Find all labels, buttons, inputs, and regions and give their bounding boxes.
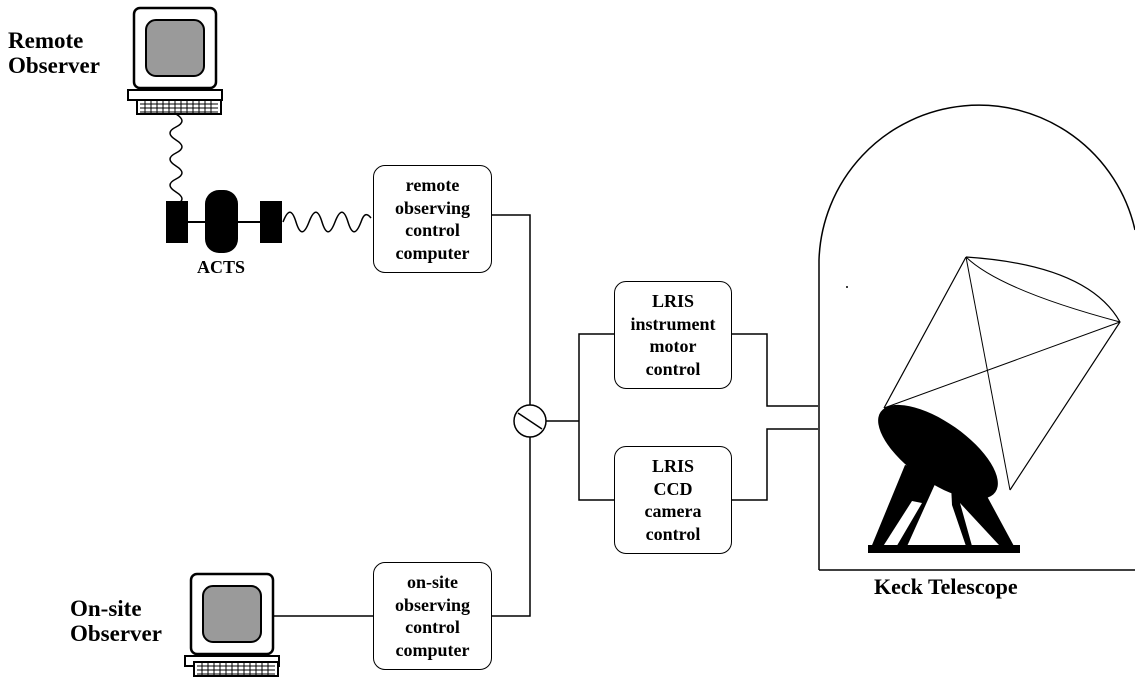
acts-label: ACTS bbox=[197, 257, 246, 277]
remote-computer-line-4: computer bbox=[395, 242, 470, 263]
onsite-observer-label: On-site Observer bbox=[70, 596, 162, 647]
wireless-link-horizontal bbox=[282, 211, 372, 233]
remote-observer-label: Remote Observer bbox=[8, 28, 100, 79]
lris-ccd-line-1: LRIS bbox=[651, 456, 695, 476]
satellite-icon bbox=[166, 190, 282, 253]
onsite-observer-line-2: Observer bbox=[70, 621, 162, 647]
remote-computer-line-2: observing bbox=[394, 197, 470, 218]
telescope-dome bbox=[818, 104, 1135, 570]
onsite-computer-line-3: control bbox=[405, 617, 460, 637]
telescope-icon bbox=[868, 256, 1121, 553]
onsite-observing-computer-box: on-site observing control computer bbox=[373, 562, 492, 670]
onsite-computer-line-2: observing bbox=[394, 594, 470, 615]
lris-ccd-control-box: LRIS CCD camera control bbox=[614, 446, 732, 554]
remote-computer-line-3: control bbox=[405, 220, 460, 240]
lris-motor-line-1: LRIS bbox=[651, 291, 695, 311]
lris-motor-line-2: instrument bbox=[630, 313, 716, 334]
remote-observer-line-2: Observer bbox=[8, 53, 100, 79]
onsite-terminal-icon bbox=[184, 572, 280, 677]
onsite-computer-line-4: computer bbox=[395, 639, 470, 660]
onsite-computer-line-1: on-site bbox=[407, 572, 458, 592]
network-wires bbox=[273, 214, 818, 617]
remote-observer-line-1: Remote bbox=[8, 28, 84, 53]
remote-computer-line-1: remote bbox=[405, 175, 460, 195]
keck-telescope-label: Keck Telescope bbox=[874, 574, 1018, 599]
lris-ccd-line-2: CCD bbox=[653, 478, 693, 499]
onsite-observer-line-1: On-site bbox=[70, 596, 142, 621]
lris-ccd-line-4: control bbox=[645, 523, 701, 544]
lris-motor-line-3: motor bbox=[649, 336, 697, 356]
remote-observing-computer-box: remote observing control computer bbox=[373, 165, 492, 273]
lris-motor-control-box: LRIS instrument motor control bbox=[614, 281, 732, 389]
switch-icon bbox=[513, 404, 547, 438]
lris-ccd-line-3: camera bbox=[644, 501, 702, 521]
lris-motor-line-4: control bbox=[645, 358, 701, 379]
remote-terminal-icon bbox=[127, 6, 223, 115]
